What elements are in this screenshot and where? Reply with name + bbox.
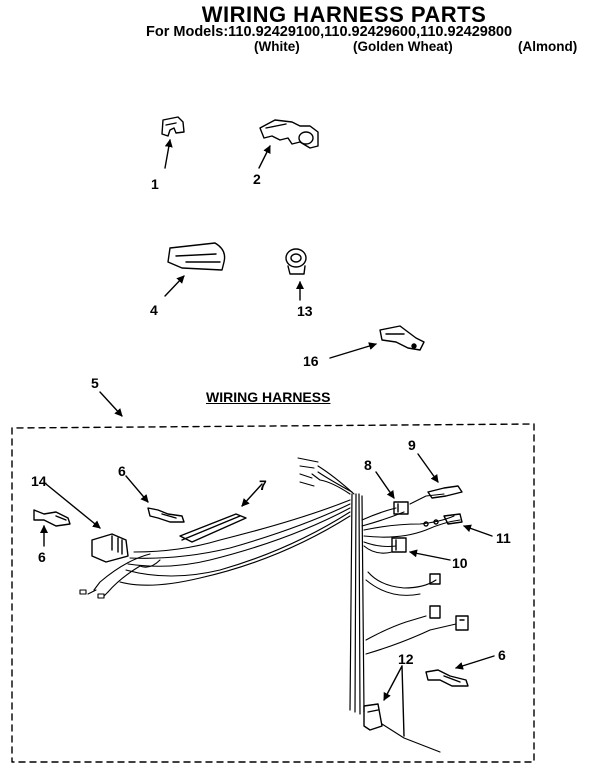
leader-8 — [375, 471, 395, 499]
leader-14 — [45, 483, 101, 529]
callout-7: 7 — [259, 477, 267, 493]
callout-11: 11 — [496, 530, 511, 546]
part-13-bushing — [285, 248, 307, 275]
part-8-connector — [393, 501, 409, 515]
callout-1: 1 — [151, 176, 159, 192]
part-6-terminal-mid — [147, 507, 185, 523]
harness-box — [11, 423, 535, 763]
leader-4 — [164, 275, 185, 297]
part-6-terminal-left — [33, 509, 71, 527]
leader-11 — [463, 524, 493, 537]
callout-4: 4 — [150, 302, 158, 318]
callout-5: 5 — [91, 375, 99, 391]
leader-10 — [409, 549, 451, 561]
models-line: For Models:110.92429100,110.92429600,110… — [146, 24, 513, 40]
part-16-connector — [379, 325, 425, 351]
leader-12b — [401, 665, 405, 737]
leader-1 — [164, 139, 173, 169]
color-label-almond: (Almond) — [518, 39, 578, 54]
part-10-connector — [391, 537, 407, 553]
callout-9: 9 — [408, 437, 416, 453]
part-9-terminal — [427, 485, 463, 499]
color-label-white: (White) — [254, 39, 300, 54]
part-2-clip — [259, 119, 319, 149]
leader-5 — [99, 391, 123, 417]
callout-6-right: 6 — [498, 647, 506, 663]
color-label-golden-wheat: (Golden Wheat) — [353, 39, 453, 54]
callout-13: 13 — [297, 303, 313, 319]
leader-2 — [258, 145, 271, 169]
part-1-clip — [161, 116, 185, 137]
leader-16 — [329, 342, 377, 359]
part-4-sleeve — [167, 242, 226, 271]
leader-6b — [125, 475, 149, 503]
callout-6-left: 6 — [38, 549, 46, 565]
part-14-connector — [91, 533, 129, 563]
callout-12: 12 — [398, 651, 414, 667]
part-12-grommet — [363, 703, 383, 731]
callout-16: 16 — [303, 353, 319, 369]
wiring-harness-subtitle: WIRING HARNESS — [206, 389, 331, 405]
harness-wire-ends-left — [79, 589, 109, 599]
leader-12a — [383, 665, 403, 701]
leader-9 — [417, 453, 439, 483]
callout-6-mid: 6 — [118, 463, 126, 479]
callout-10: 10 — [452, 555, 468, 571]
harness-trunk — [349, 493, 365, 715]
leader-6c — [455, 655, 495, 670]
callout-2: 2 — [253, 171, 261, 187]
harness-tail — [381, 723, 441, 753]
part-11-connector — [423, 513, 463, 527]
callout-14: 14 — [31, 473, 47, 489]
part-7-insulator — [179, 513, 247, 543]
page-title: WIRING HARNESS PARTS — [201, 2, 487, 27]
harness-lower-right-connectors — [429, 573, 469, 631]
part-6-terminal-right — [425, 669, 469, 687]
harness-branch-upper — [93, 457, 355, 593]
callout-8: 8 — [364, 457, 372, 473]
leader-7 — [241, 483, 263, 507]
